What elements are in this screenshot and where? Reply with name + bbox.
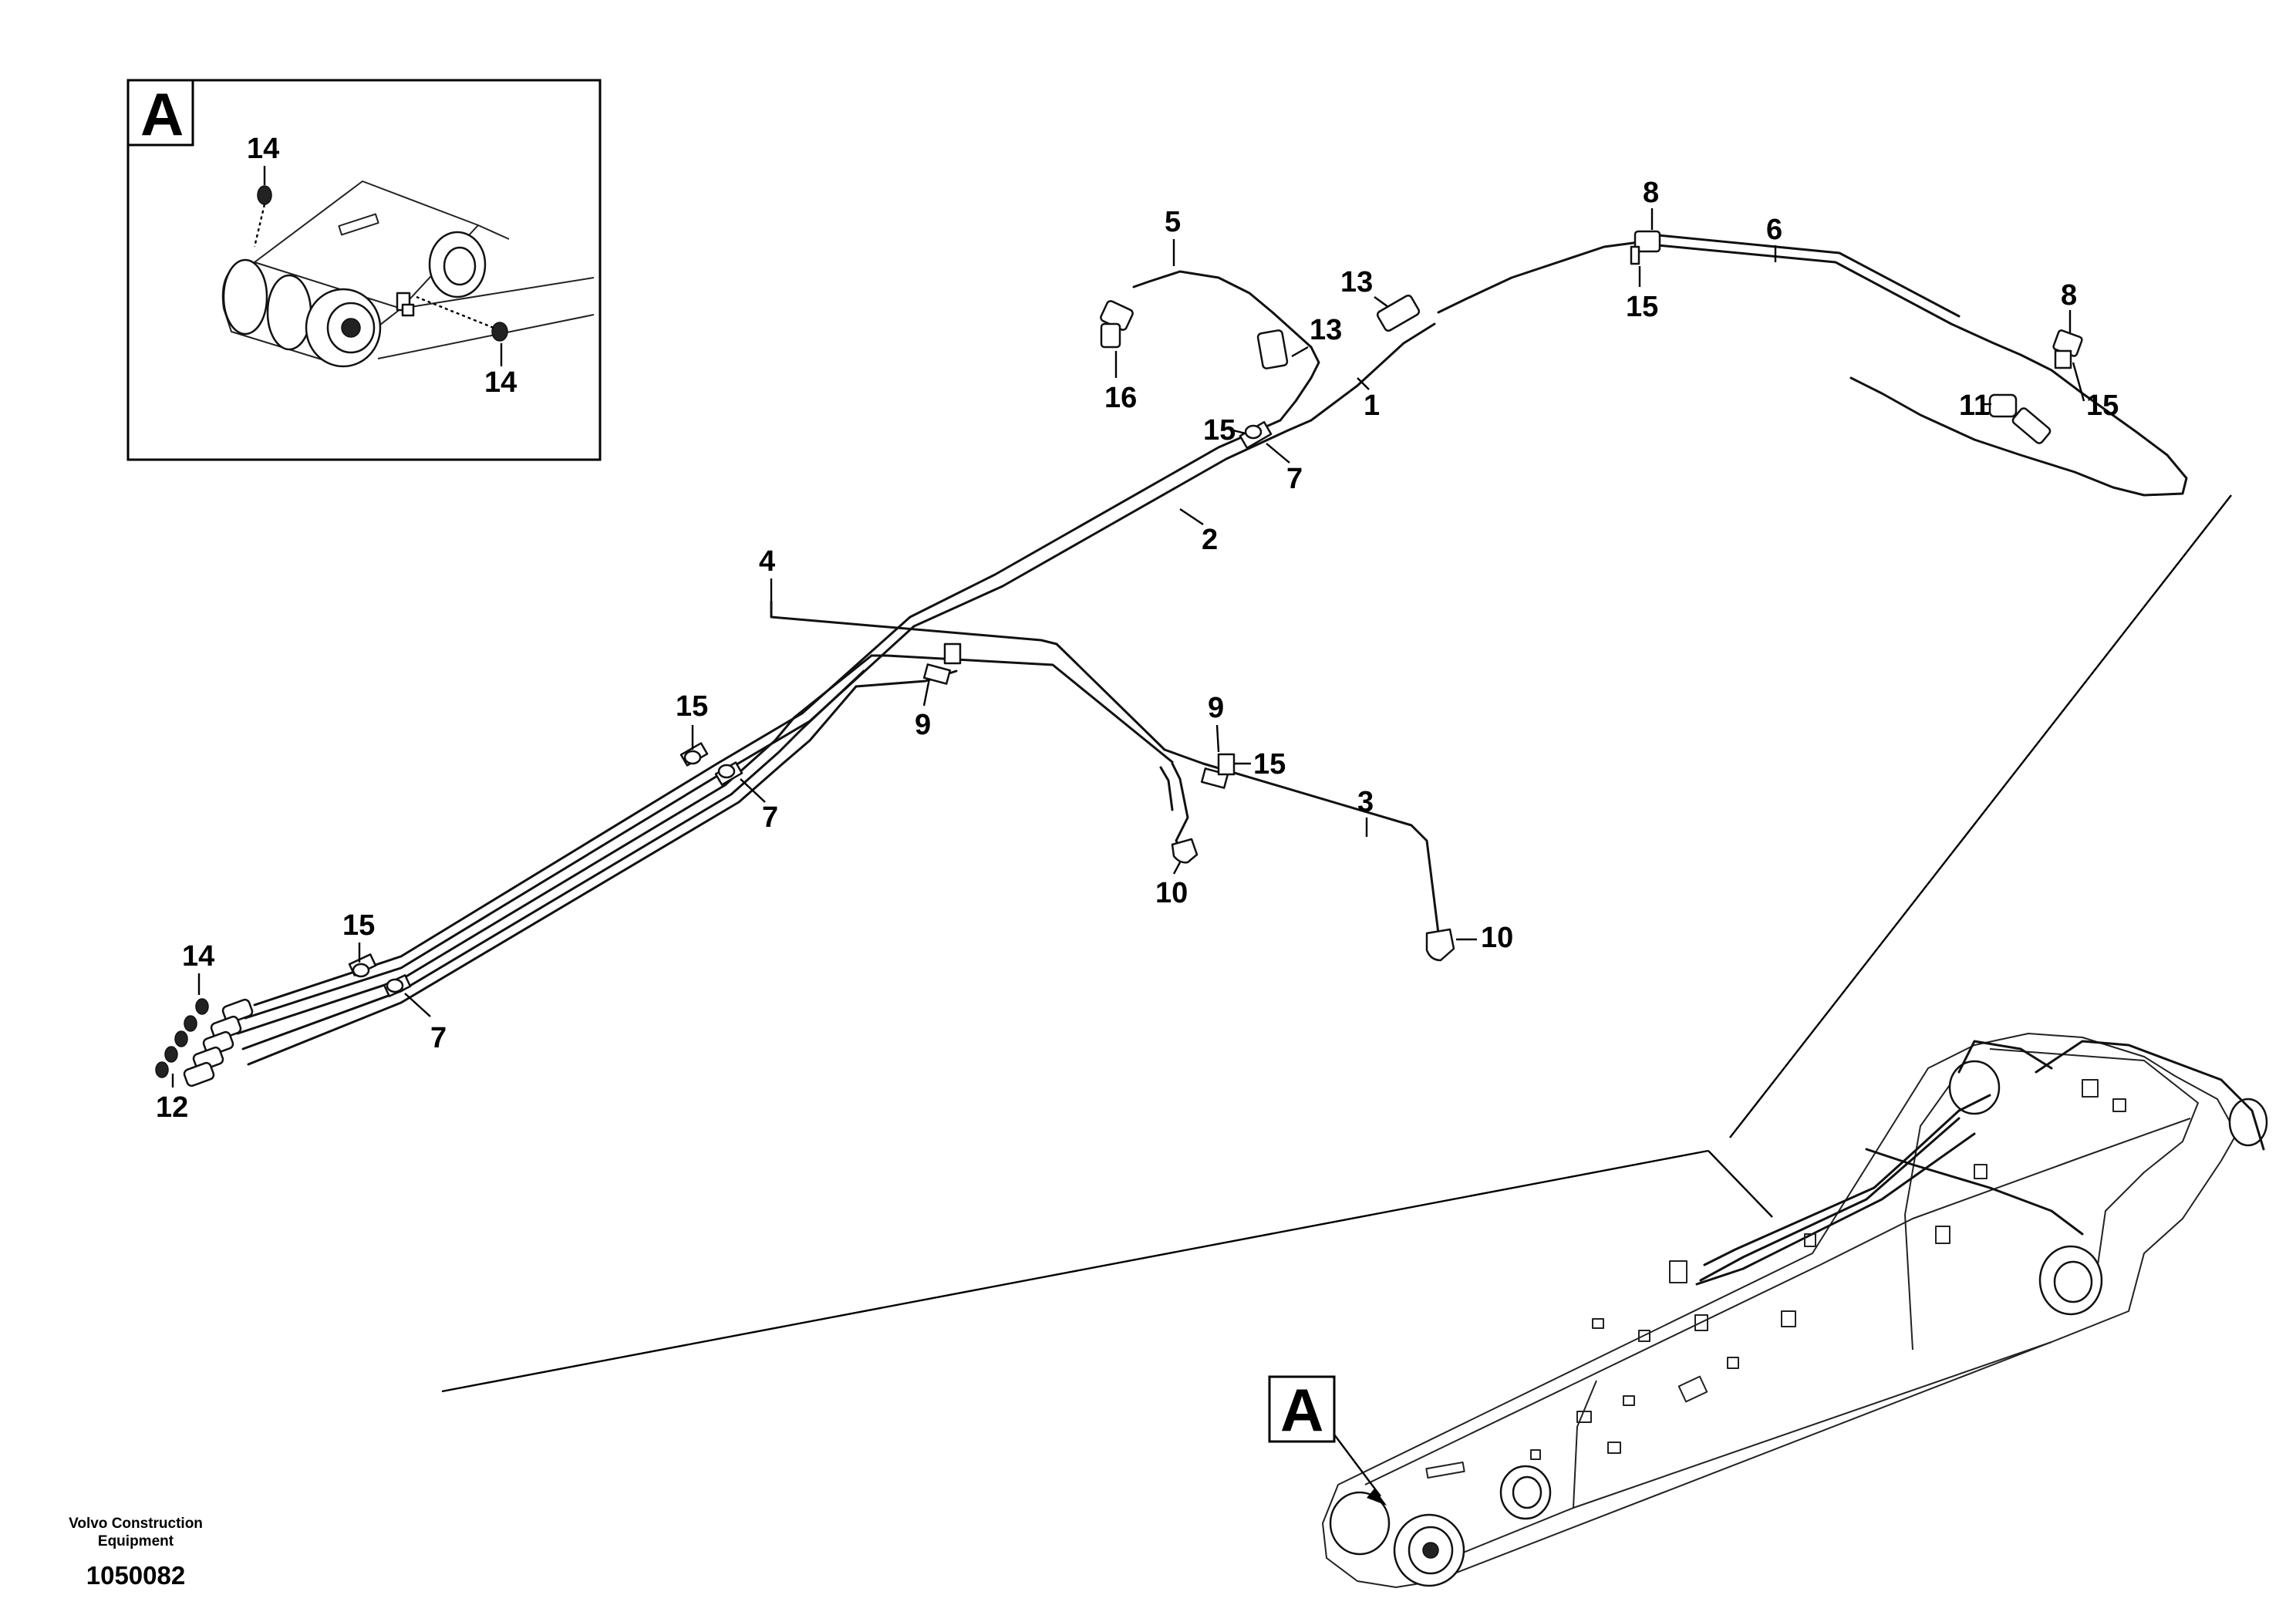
detail-view-a: A 14 14 [126,79,602,461]
company-name-line1: Volvo Construction [69,1516,203,1532]
grease-nipple-detail-right [491,322,508,342]
detail-view-label: A [140,80,184,148]
grease-nipple-bank [155,998,254,1088]
pipe-assembly [155,230,2188,1088]
callout-12: 12 [156,1091,188,1124]
callout-15-top: 15 [1626,291,1658,323]
callout-13-left: 13 [1310,314,1342,346]
callout-7-lower: 7 [430,1022,447,1054]
callout-14-detail-bottom: 14 [484,366,517,399]
clamp-15-top [1630,245,1640,265]
callout-2: 2 [1202,524,1218,556]
detail-view-label-box [126,79,194,147]
footer: Volvo Construction Equipment 1050082 [69,1516,203,1590]
callout-3: 3 [1357,786,1374,818]
clamp-9-left [922,663,952,685]
callout-14: 14 [182,940,214,973]
boom-view-label: A [1280,1376,1323,1444]
grease-nipple-detail-top [257,185,272,205]
callout-15-mid: 15 [676,690,708,723]
callout-15-right: 15 [2086,389,2119,422]
callout-14-detail-top: 14 [247,133,279,165]
clamp-8-top [1633,230,1661,253]
callout-1: 1 [1364,389,1380,422]
callout-10-right: 10 [1481,922,1513,954]
callout-16: 16 [1104,382,1137,414]
elbow-fitting-10-left [1171,838,1199,864]
hose-end-11 [2011,407,2052,444]
callouts: 5 8 6 13 15 8 13 16 15 1 11 15 7 2 4 15 … [156,177,2119,1124]
callout-6: 6 [1766,214,1782,246]
callout-5: 5 [1165,206,1181,238]
boom-overview: A [441,494,2268,1588]
hose-coupling-13-left [1256,329,1289,369]
callout-10-left: 10 [1155,877,1188,909]
callout-4: 4 [759,545,775,578]
callout-9-left: 9 [915,709,931,741]
clamp-9-left-bracket [943,642,962,665]
company-name-line2: Equipment [98,1533,174,1549]
callout-8-top: 8 [1643,177,1659,209]
callout-13-right: 13 [1340,266,1373,298]
callout-15-lower: 15 [342,909,375,942]
callout-9-right: 9 [1208,692,1224,724]
fitting-16-nipple [1100,322,1121,349]
hose-coupling-13-right [1376,294,1421,332]
boom-view-label-box [1268,1375,1336,1443]
drawing-number: 1050082 [86,1561,185,1590]
callout-8-right: 8 [2061,279,2077,312]
callout-15-clamp9: 15 [1253,748,1286,781]
clamp-9-right-bracket [1217,753,1236,776]
callout-7-upper: 7 [1286,463,1303,495]
callout-11: 11 [1959,389,1990,422]
elbow-fitting-10-right [1425,928,1455,962]
callout-7-mid: 7 [762,801,778,834]
swivel-fitting-11 [1988,393,2018,418]
detail-view-frame [126,79,602,461]
boom-end-sketch [221,180,595,368]
clamp-15-right [2054,349,2072,369]
